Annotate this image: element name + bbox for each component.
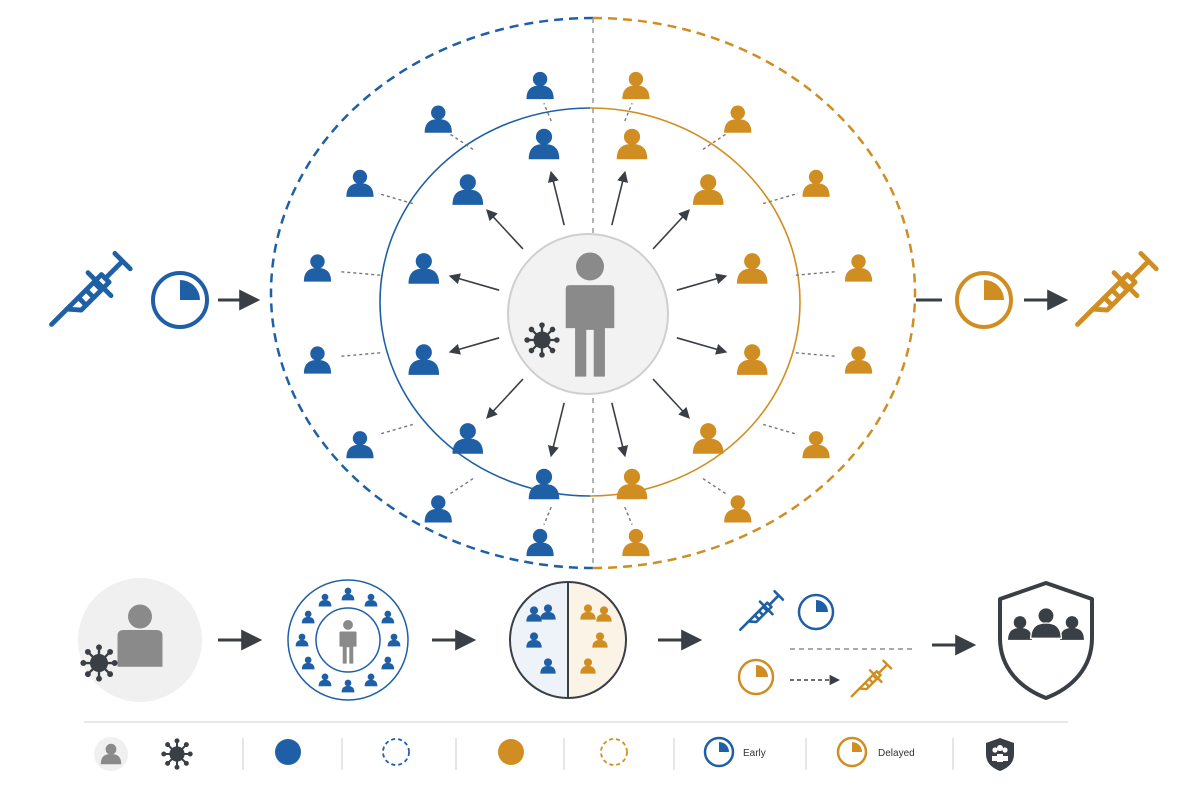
legend-delayed-timer-fill (852, 742, 862, 752)
legend-delayed-label: Delayed (878, 748, 915, 759)
mini-delayed-timer-icon (737, 658, 775, 696)
delayed-syringe-icon (1078, 253, 1157, 324)
legend-early-timer-icon (703, 736, 735, 768)
delayed-timer-fill (984, 280, 1004, 300)
legend-virus-icon (161, 738, 193, 770)
legend-delayed-ring-swatch (600, 738, 628, 766)
transmission-arrow (676, 273, 728, 291)
early-timer-icon (151, 271, 209, 329)
second-ring-link (795, 352, 838, 358)
index-case-virus-icon (524, 322, 560, 358)
early-second-ring-contact-icon (346, 169, 374, 197)
mini-delayed-syringe-icon (850, 659, 893, 698)
main-ring-diagram (52, 16, 1157, 570)
early-syringe-icon (52, 253, 131, 324)
workflow-strip (78, 578, 1094, 702)
second-ring-links (338, 102, 838, 526)
early-first-ring-contact-icon (528, 128, 560, 160)
early-first-ring-contact-icon (452, 174, 484, 205)
early-first-ring-contact-icon (528, 468, 560, 500)
early-second-ring-contact-icon (526, 528, 554, 557)
delayed-first-ring-contact-icon (692, 423, 724, 454)
delayed-inner-arc (589, 107, 801, 497)
transmission-arrow (486, 378, 524, 419)
step-protection (998, 581, 1094, 700)
transmission-arrow (486, 209, 524, 250)
second-ring-link (377, 192, 414, 205)
second-ring-link (338, 352, 381, 358)
delayed-first-ring-contact-icon (616, 468, 648, 500)
legend-delayed-timer-icon (836, 736, 868, 768)
delayed-first-ring-contact-icon (736, 253, 768, 284)
delayed-first-ring-contact-icon (692, 174, 724, 205)
early-second-ring-contact-icon (526, 71, 554, 100)
mini-early-timer-icon (797, 593, 835, 631)
legend-early-contact-swatch (275, 739, 301, 765)
second-ring-link (795, 270, 838, 276)
transmission-arrow (652, 209, 690, 250)
early-second-ring-contact-icon (424, 495, 452, 523)
delayed-second-ring-contact-icon (844, 346, 873, 374)
delayed-second-ring-contact-icon (802, 431, 830, 459)
step-randomization (509, 581, 627, 699)
step-vaccination-timing (737, 589, 912, 698)
delayed-second-ring-contact-icon (844, 254, 873, 282)
early-timer-fill (180, 280, 200, 300)
shield-icon (998, 581, 1094, 700)
early-first-ring-contact-icon (408, 253, 440, 284)
virus-icon (80, 644, 118, 682)
transmission-arrow (611, 170, 629, 226)
legend-index-case (94, 737, 128, 771)
second-ring-link (762, 192, 799, 205)
transmission-arrow (611, 402, 629, 458)
delayed-second-ring-contact-icon (724, 495, 752, 523)
mini-early-timer-fill (816, 600, 828, 612)
legend-early-label: Early (743, 748, 766, 759)
transmission-arrow (448, 337, 500, 355)
second-ring-link (762, 423, 799, 436)
transmission-arrow (652, 378, 690, 419)
legend-delayed-contact-swatch (498, 739, 524, 765)
early-inner-arc (379, 107, 591, 497)
early-second-ring-contact-icon (303, 254, 332, 282)
delayed-first-ring-contact-icon (736, 344, 768, 375)
delayed-second-ring-contact-icon (622, 528, 650, 557)
mini-early-syringe-icon (738, 589, 785, 632)
early-first-ring-contact-icon (452, 423, 484, 454)
early-second-ring-contact-icon (346, 431, 374, 459)
legend: Early Delayed (84, 721, 1068, 771)
transmission-arrow (547, 402, 565, 458)
second-ring-link (449, 133, 474, 150)
delayed-first-ring-contact-icon (616, 128, 648, 160)
transmission-arrows (448, 170, 728, 458)
delayed-second-ring-contact-icon (802, 169, 830, 197)
transmission-arrow (448, 273, 500, 291)
delayed-second-ring-contact-icon (724, 105, 752, 133)
transmission-arrow (676, 337, 728, 355)
transmission-arrow (547, 170, 565, 226)
mini-delayed-timer-fill (756, 665, 768, 677)
second-ring-link (338, 270, 381, 276)
second-ring-link (702, 133, 727, 150)
delayed-outer-arc (592, 16, 917, 570)
delayed-second-ring-contact-icon (622, 71, 650, 100)
legend-early-timer-fill (719, 742, 729, 752)
second-ring-link (624, 506, 633, 526)
early-first-ring-contact-icon (408, 344, 440, 375)
early-outer-arc (269, 16, 594, 570)
second-ring-link (449, 478, 474, 495)
step-contact-rings (287, 579, 409, 701)
delayed-timer-icon (955, 271, 1013, 329)
second-ring-link (377, 423, 414, 436)
step-index-case (78, 578, 202, 702)
second-ring-link (543, 506, 552, 526)
early-second-ring-contact-icon (303, 346, 332, 374)
second-ring-boundary (269, 16, 917, 570)
early-second-ring-contact-icon (424, 105, 452, 133)
legend-protection-icon (986, 738, 1014, 771)
legend-early-ring-swatch (382, 738, 410, 766)
first-ring-boundary (379, 107, 801, 497)
second-ring-link (702, 478, 727, 495)
